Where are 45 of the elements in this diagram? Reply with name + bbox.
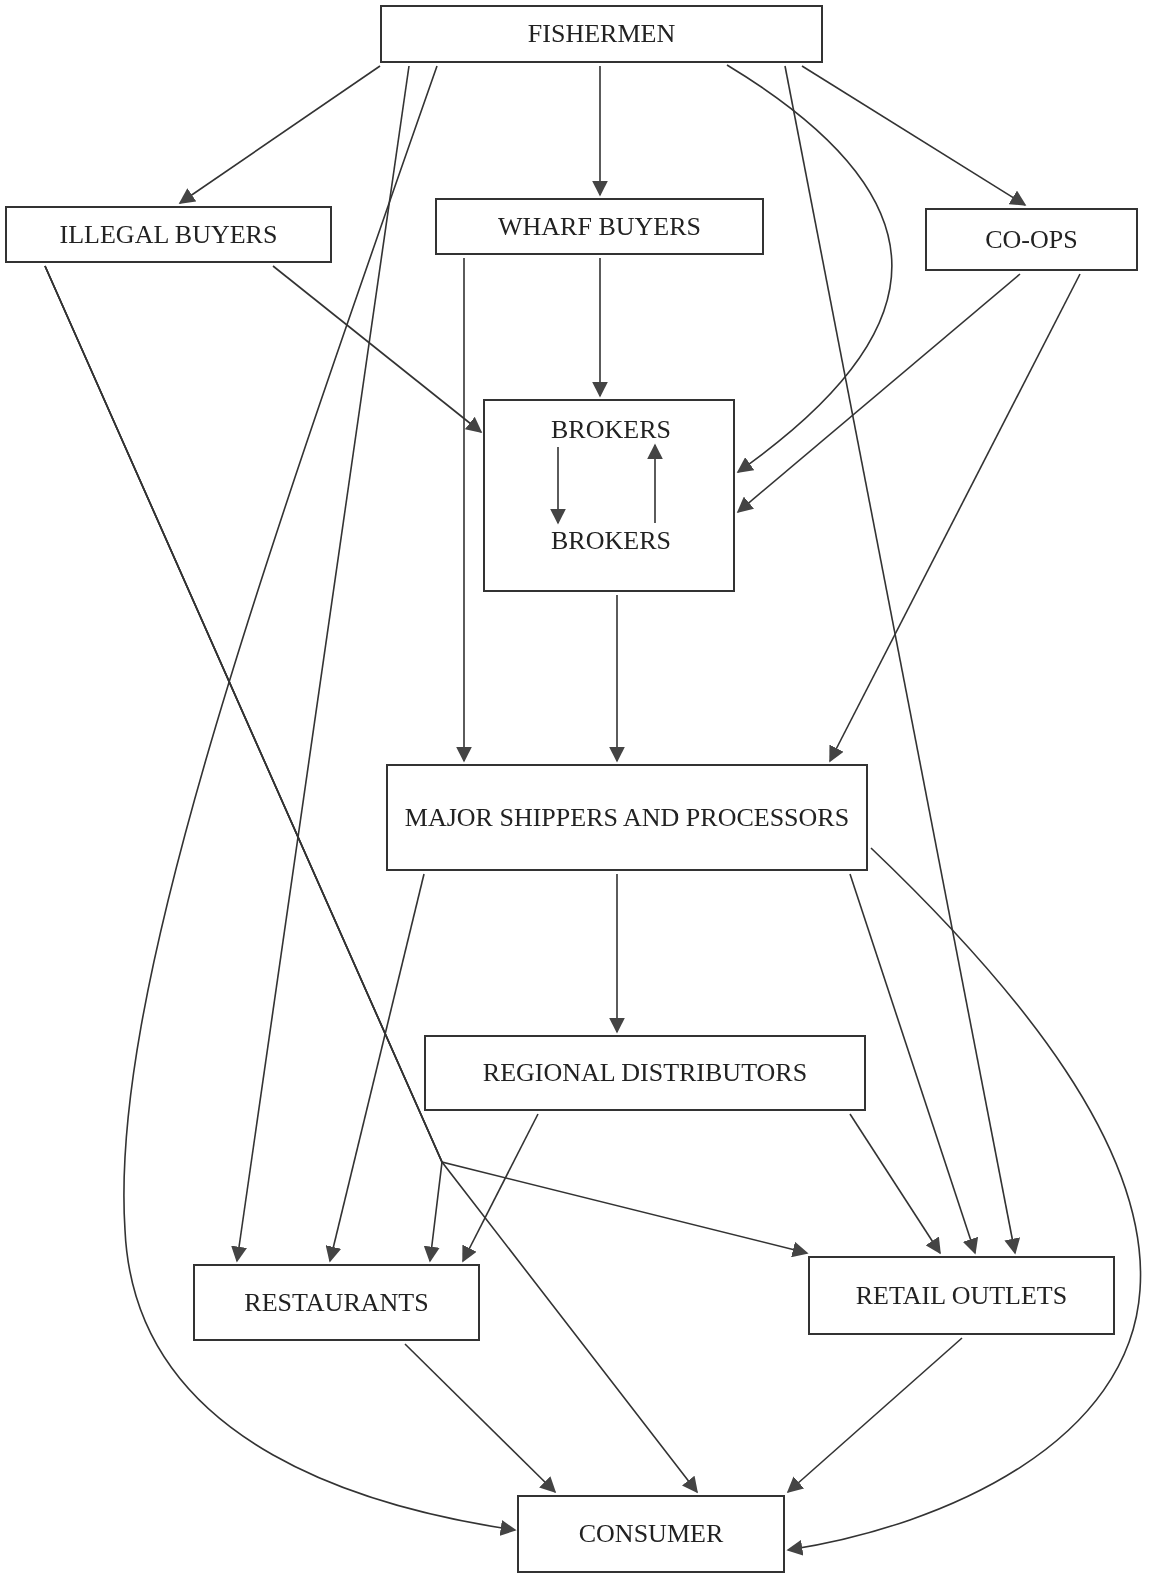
arrow: [123, 65, 517, 1536]
arrow: [550, 446, 566, 525]
arrow: [801, 65, 1027, 206]
arrow: [726, 64, 893, 473]
box-label: MAJOR SHIPPERS AND PROCESSORS: [403, 801, 851, 834]
arrow: [404, 1343, 557, 1494]
process-box: [483, 399, 735, 592]
arrow: [272, 265, 483, 433]
arrow: [592, 257, 608, 398]
arrow: [647, 443, 663, 524]
box-label: CO-OPS: [984, 223, 1079, 256]
box-label: ILLEGAL BUYERS: [58, 218, 279, 251]
arrow: [609, 594, 625, 763]
arrow: [231, 65, 410, 1263]
arrow: [849, 873, 979, 1255]
arrow: [786, 1337, 963, 1494]
box-label: CONSUMER: [577, 1518, 725, 1551]
arrow: [784, 65, 1021, 1255]
box-label: BROKERS: [535, 525, 687, 557]
process-box: [386, 764, 868, 871]
process-box: [424, 1035, 866, 1111]
process-box: [380, 5, 823, 63]
arrow: [462, 1113, 539, 1263]
process-box: [808, 1256, 1115, 1335]
arrow: [829, 273, 1081, 763]
box-label: BROKERS: [535, 414, 687, 446]
arrow: [786, 847, 1141, 1556]
arrow: [609, 873, 625, 1034]
arrow: [456, 257, 472, 763]
box-label: FISHERMEN: [526, 18, 677, 51]
arrow: [178, 65, 381, 204]
process-box: [5, 206, 332, 263]
process-box: [925, 208, 1138, 271]
arrow: [592, 65, 608, 197]
arrow: [849, 1113, 941, 1255]
box-label: RESTAURANTS: [243, 1286, 430, 1319]
box-label: RETAIL OUTLETS: [854, 1279, 1069, 1312]
process-box: [517, 1495, 785, 1573]
process-box: [193, 1264, 480, 1341]
process-box: [435, 198, 764, 255]
box-label: REGIONAL DISTRIBUTORS: [481, 1057, 809, 1090]
arrow: [736, 273, 1021, 514]
arrow: [325, 873, 425, 1263]
arrow: [44, 265, 698, 1494]
box-label: WHARF BUYERS: [497, 210, 702, 243]
